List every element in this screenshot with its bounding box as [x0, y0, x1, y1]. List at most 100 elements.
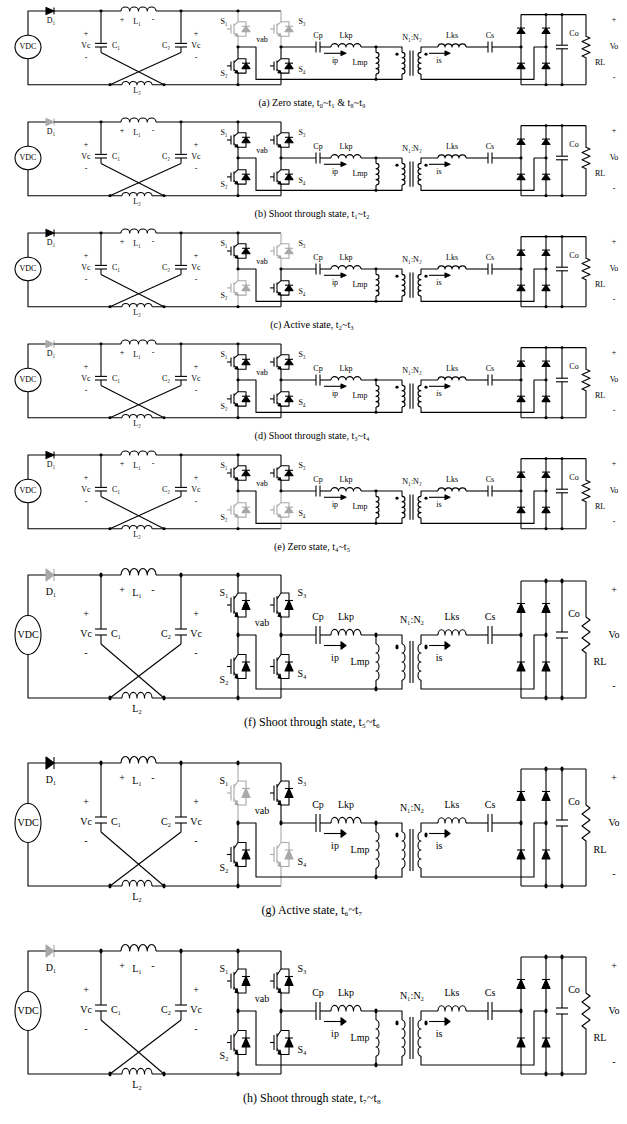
diode-symbol: [517, 63, 525, 68]
junction-dot: [108, 305, 111, 308]
diode-symbol: [542, 139, 550, 144]
igbt-symbol: [235, 256, 238, 259]
switch-label: S₄: [298, 288, 305, 296]
capacitor-symbol: [175, 376, 187, 377]
wire: [421, 491, 546, 523]
current-label: is: [436, 168, 441, 176]
antiparallel-diode: [285, 662, 293, 671]
inductor-symbol: [376, 1020, 379, 1056]
capacitor-symbol: [95, 154, 107, 155]
junction-dot: [236, 305, 239, 308]
igbt-symbol: [234, 47, 238, 62]
diode-label: D₁: [46, 963, 57, 973]
diode-label: D₁: [46, 587, 57, 597]
junction-dot: [424, 275, 427, 278]
igbt-symbol: [277, 158, 281, 173]
wire: [561, 769, 562, 820]
igbt-symbol: [235, 403, 238, 406]
junction-dot: [108, 696, 111, 701]
transformer-core: [409, 51, 410, 76]
igbt-symbol: [234, 255, 238, 269]
capacitor-symbol: [95, 46, 107, 47]
polarity-sign: +: [83, 985, 89, 995]
current-label: ip: [331, 841, 339, 851]
diode-symbol: [517, 979, 525, 980]
diode-symbol: [46, 229, 54, 236]
antiparallel-diode: [285, 976, 293, 977]
capacitor-symbol: [95, 376, 107, 377]
igbt-symbol: [233, 972, 234, 990]
inductor-label: L₁: [132, 776, 142, 786]
igbt-symbol: [278, 403, 281, 406]
current-label: ip: [332, 168, 338, 176]
junction-dot: [99, 232, 102, 235]
capacitor-symbol: [175, 154, 187, 155]
switch-label: S₃: [298, 129, 305, 137]
igbt-symbol: [233, 658, 234, 676]
igbt-symbol: [277, 861, 281, 887]
igbt-symbol: [234, 11, 238, 25]
capacitor-symbol: [175, 822, 187, 823]
current-label: ip: [331, 653, 339, 663]
polarity-sign: +: [84, 363, 89, 371]
capacitor-symbol: [487, 486, 488, 497]
igbt-symbol: [278, 256, 281, 259]
diode-symbol: [542, 361, 550, 362]
capacitor-label: Cp: [313, 254, 322, 262]
wire: [101, 52, 164, 84]
polarity-sign: -: [84, 648, 87, 658]
polarity-sign: +: [84, 252, 89, 260]
wire: [100, 11, 101, 43]
diode-label: D₁: [47, 17, 56, 25]
wire: [281, 379, 316, 380]
wire: [421, 823, 438, 832]
antiparallel-diode: [285, 661, 293, 662]
inductor-label: L₁: [133, 351, 141, 359]
inductor-symbol: [402, 832, 405, 868]
wire: [180, 47, 181, 52]
capacitor-label: Cp: [313, 476, 322, 484]
inductor-label: Lkp: [340, 143, 353, 151]
inductor-label: Lks: [446, 365, 458, 373]
junction-dot: [162, 416, 165, 419]
inductor-symbol: [402, 163, 405, 185]
junction-dot: [395, 53, 398, 56]
antiparallel-diode: [285, 850, 293, 859]
igbt-symbol: [276, 658, 277, 676]
transformer-core: [409, 829, 410, 871]
igbt-symbol: [277, 233, 281, 247]
wire: [421, 47, 546, 79]
igbt-symbol: [235, 1050, 238, 1055]
current-arrow: [324, 386, 341, 387]
igbt-symbol: [227, 398, 231, 399]
antiparallel-diode: [242, 1038, 250, 1047]
capacitor-symbol: [556, 267, 568, 268]
igbt-symbol: [235, 613, 238, 618]
igbt-symbol: [276, 505, 277, 516]
junction-dot: [424, 386, 427, 389]
inductor-symbol: [331, 155, 361, 158]
junction-dot: [544, 579, 547, 584]
current-arrow: [429, 275, 445, 276]
wire: [561, 826, 562, 886]
junction-dot: [374, 157, 377, 160]
wire: [180, 455, 181, 487]
inductor-label: L₂: [132, 704, 142, 714]
capacitor-symbol: [556, 819, 568, 820]
wire: [152, 306, 281, 307]
current-arrow: [429, 1021, 445, 1022]
voltage-label: Vc: [80, 629, 92, 639]
wire: [180, 269, 181, 274]
diode-symbol: [542, 472, 550, 477]
turns-ratio: N₁:N₂: [402, 145, 421, 153]
igbt-symbol: [234, 861, 238, 887]
inductor-symbol: [122, 303, 152, 306]
polarity-sign: +: [120, 127, 125, 135]
wire: [28, 170, 122, 196]
diode-symbol: [542, 980, 550, 989]
igbt-symbol: [278, 367, 281, 370]
inductor-symbol: [122, 692, 152, 698]
junction-dot: [544, 633, 547, 638]
igbt-symbol: [277, 575, 281, 599]
diode-symbol: [517, 472, 525, 473]
